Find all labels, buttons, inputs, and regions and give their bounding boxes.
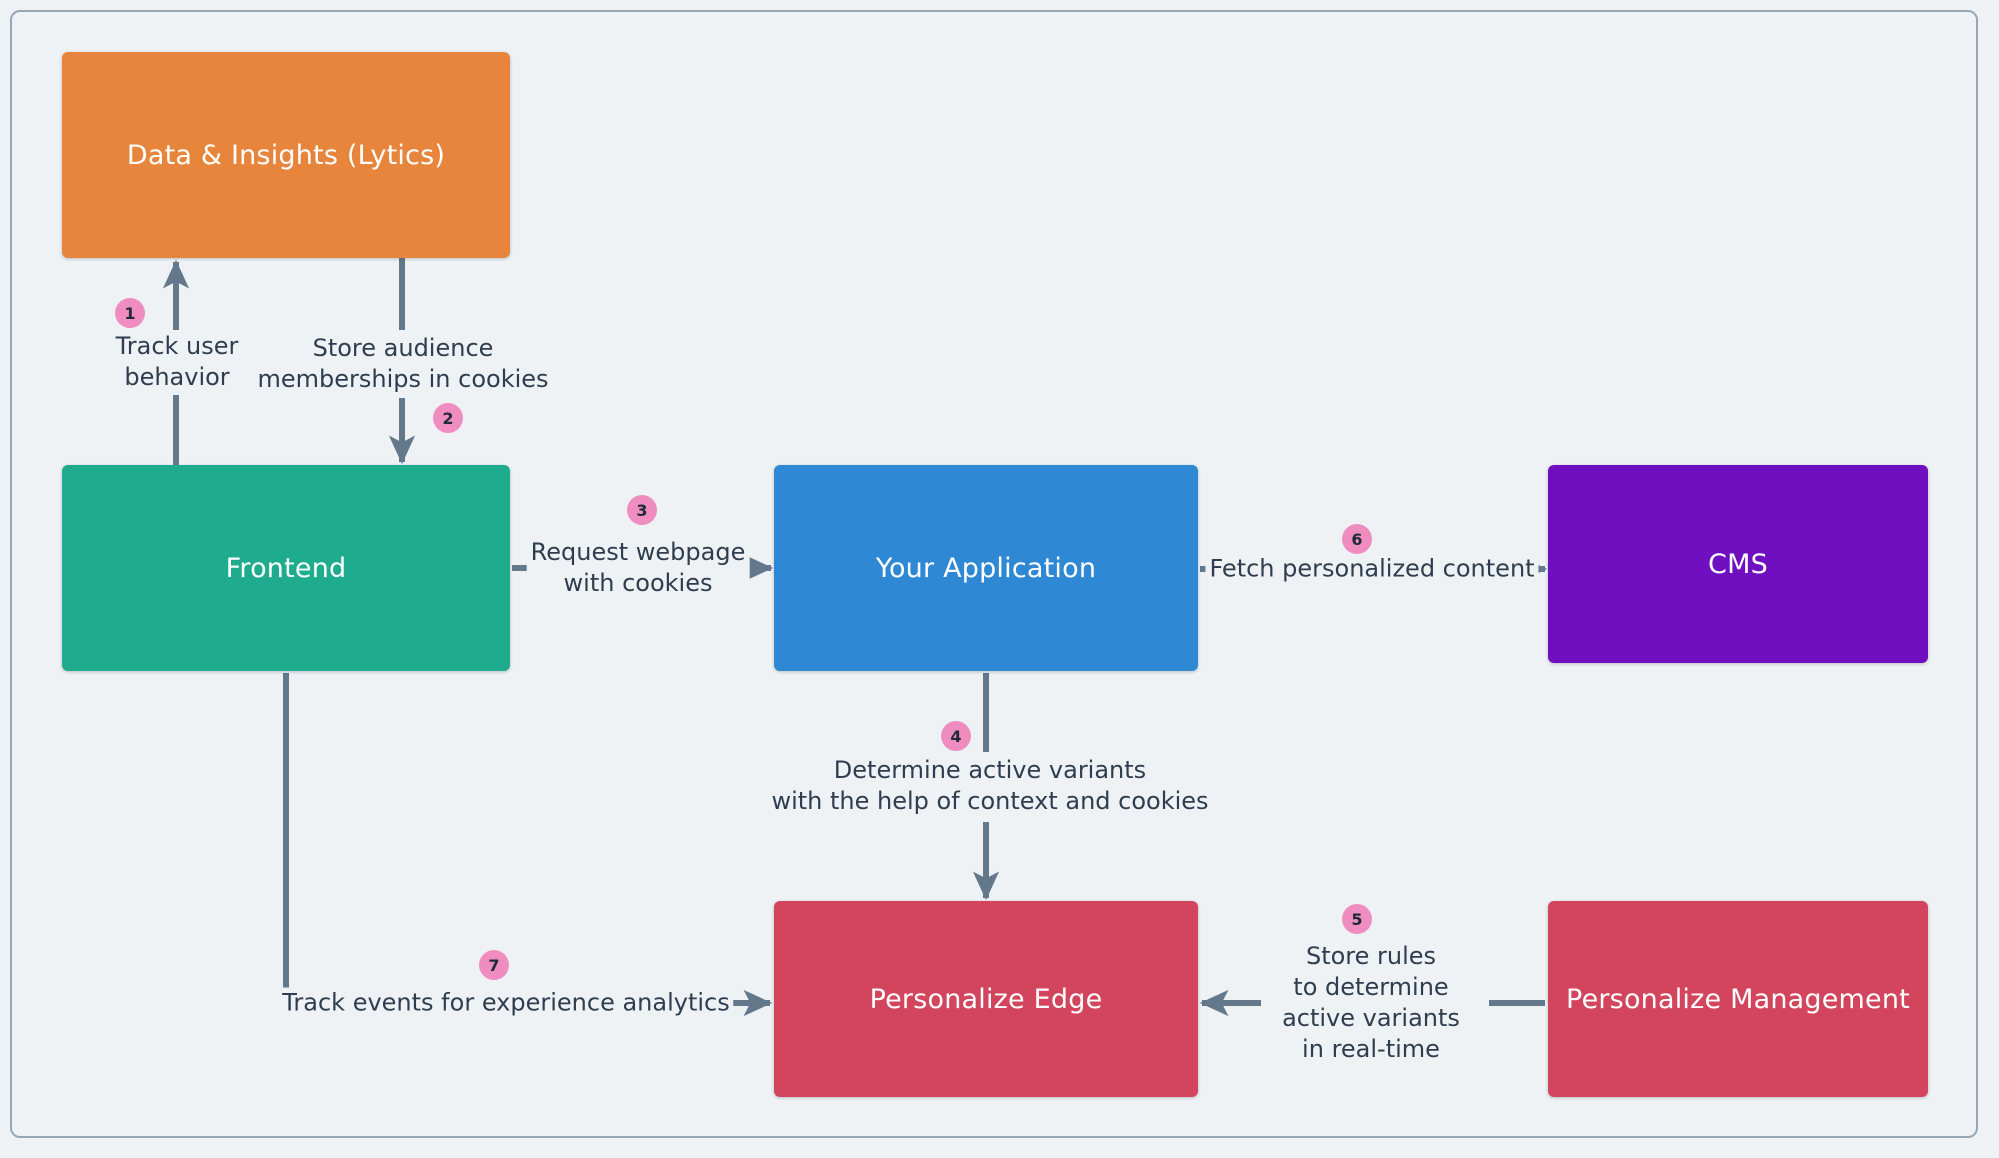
step-badge-5: 5	[1342, 904, 1372, 934]
node-label: Personalize Management	[1566, 983, 1910, 1015]
node-cms[interactable]: CMS	[1548, 465, 1928, 663]
edge-label-track-events: Track events for experience analytics	[278, 987, 734, 1019]
edge-label-fetch-personalized-content: Fetch personalized content	[1205, 553, 1539, 585]
edge-label-track-user-behavior: Track user behavior	[111, 331, 243, 393]
step-badge-6: 6	[1342, 524, 1372, 554]
node-frontend[interactable]: Frontend	[62, 465, 510, 671]
node-data-insights[interactable]: Data & Insights (Lytics)	[62, 52, 510, 258]
edge-label-request-webpage: Request webpage with cookies	[526, 537, 750, 599]
step-badge-7: 7	[479, 950, 509, 980]
step-badge-2: 2	[433, 403, 463, 433]
node-personalize-edge[interactable]: Personalize Edge	[774, 901, 1198, 1097]
node-label: Frontend	[225, 552, 347, 584]
step-badge-4: 4	[941, 721, 971, 751]
node-label: CMS	[1708, 548, 1768, 580]
node-your-application[interactable]: Your Application	[774, 465, 1198, 671]
node-label: Personalize Edge	[869, 983, 1103, 1015]
edge-label-determine-active-variants: Determine active variants with the help …	[767, 755, 1213, 817]
edge-label-store-rules: Store rules to determine active variants…	[1278, 941, 1464, 1065]
edge-label-store-audience-memberships: Store audience memberships in cookies	[253, 333, 553, 395]
node-personalize-management[interactable]: Personalize Management	[1548, 901, 1928, 1097]
step-badge-3: 3	[627, 495, 657, 525]
node-label: Data & Insights (Lytics)	[126, 139, 446, 171]
step-badge-1: 1	[115, 298, 145, 328]
node-label: Your Application	[875, 552, 1097, 584]
